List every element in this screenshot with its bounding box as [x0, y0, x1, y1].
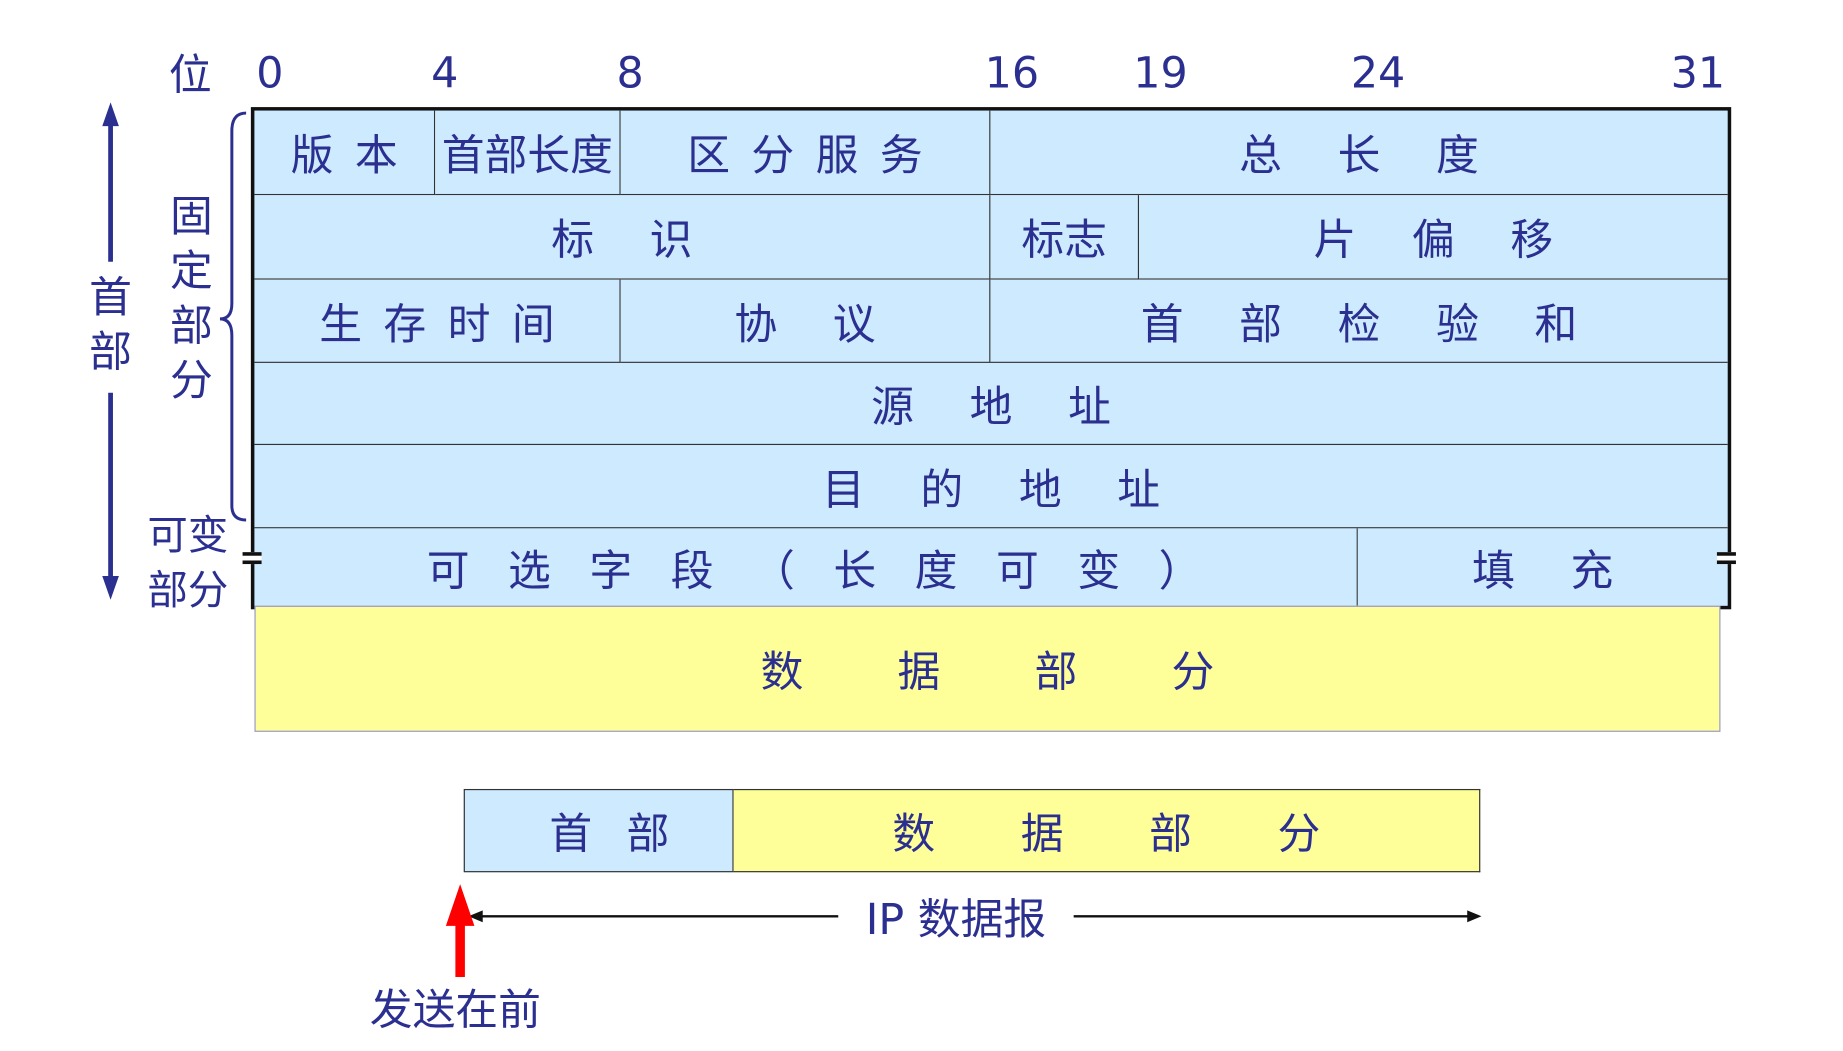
header-label: 首部	[89, 273, 132, 378]
field-protocol: 协议	[620, 279, 991, 363]
field-header-length: 首部长度	[435, 110, 621, 196]
field-label: 标识	[551, 216, 749, 266]
datagram-data-label: 数据部分	[892, 810, 1406, 860]
bit-tick: 24	[1350, 49, 1406, 99]
bit-tick: 16	[984, 49, 1040, 99]
field-padding: 填充	[1357, 528, 1728, 606]
fixed-part-brace	[219, 111, 247, 522]
field-label: 填充	[1472, 546, 1670, 596]
datagram-header-label: 首部	[549, 810, 704, 860]
field-label: 标志	[1021, 216, 1107, 266]
field-label: 目的地址	[821, 465, 1216, 515]
field-label: 首部检验和	[1140, 300, 1633, 350]
break-mark-right	[1716, 552, 1736, 565]
field-ttl: 生存时间	[254, 279, 621, 363]
bit-tick: 19	[1133, 49, 1188, 99]
header-table: 版本 首部长度 区分服务 总长度 标识 标志 片偏移 生存时间 协议 首部检验和…	[250, 107, 1732, 610]
field-destination-address: 目的地址	[254, 445, 1728, 529]
field-label: 片偏移	[1313, 216, 1609, 266]
fixed-part-label: 固定部分	[170, 192, 213, 406]
field-flags: 标志	[990, 195, 1140, 280]
field-label: 协议	[734, 300, 932, 350]
field-label: 可选字段（长度可变）	[426, 546, 1241, 596]
field-options: 可选字段（长度可变）	[254, 528, 1358, 606]
bit-tick: 0	[256, 49, 284, 99]
variable-part-label-1: 可变	[147, 512, 229, 560]
field-label: 区分服务	[687, 132, 945, 181]
bit-axis-label: 位	[168, 51, 212, 100]
variable-part-label-2: 部分	[147, 567, 229, 615]
data-section: 数据部分	[254, 605, 1721, 732]
field-label: 生存时间	[319, 300, 577, 350]
bit-tick: 31	[1670, 49, 1726, 99]
field-label: 源地址	[871, 383, 1167, 432]
field-checksum: 首部检验和	[990, 279, 1728, 363]
field-diffserv: 区分服务	[620, 110, 991, 196]
bit-tick: 8	[616, 49, 644, 99]
header-span-arrow	[102, 102, 247, 600]
send-first-arrow	[445, 884, 475, 977]
data-section-label: 数据部分	[760, 648, 1309, 698]
break-mark-left	[242, 552, 262, 565]
field-version: 版本	[254, 110, 436, 196]
field-label: 版本	[290, 132, 420, 181]
field-fragment-offset: 片偏移	[1139, 195, 1728, 280]
bit-tick: 4	[431, 49, 459, 99]
field-total-length: 总长度	[990, 110, 1728, 196]
ip-datagram-label: IP 数据报	[865, 896, 1047, 945]
datagram-header: 首部	[463, 788, 734, 873]
field-identification: 标识	[254, 195, 991, 280]
datagram-data: 数据部分	[733, 788, 1481, 873]
field-label: 总长度	[1239, 132, 1535, 181]
field-label: 首部长度	[441, 132, 613, 181]
field-source-address: 源地址	[254, 362, 1728, 446]
send-first-label: 发送在前	[369, 986, 542, 1036]
